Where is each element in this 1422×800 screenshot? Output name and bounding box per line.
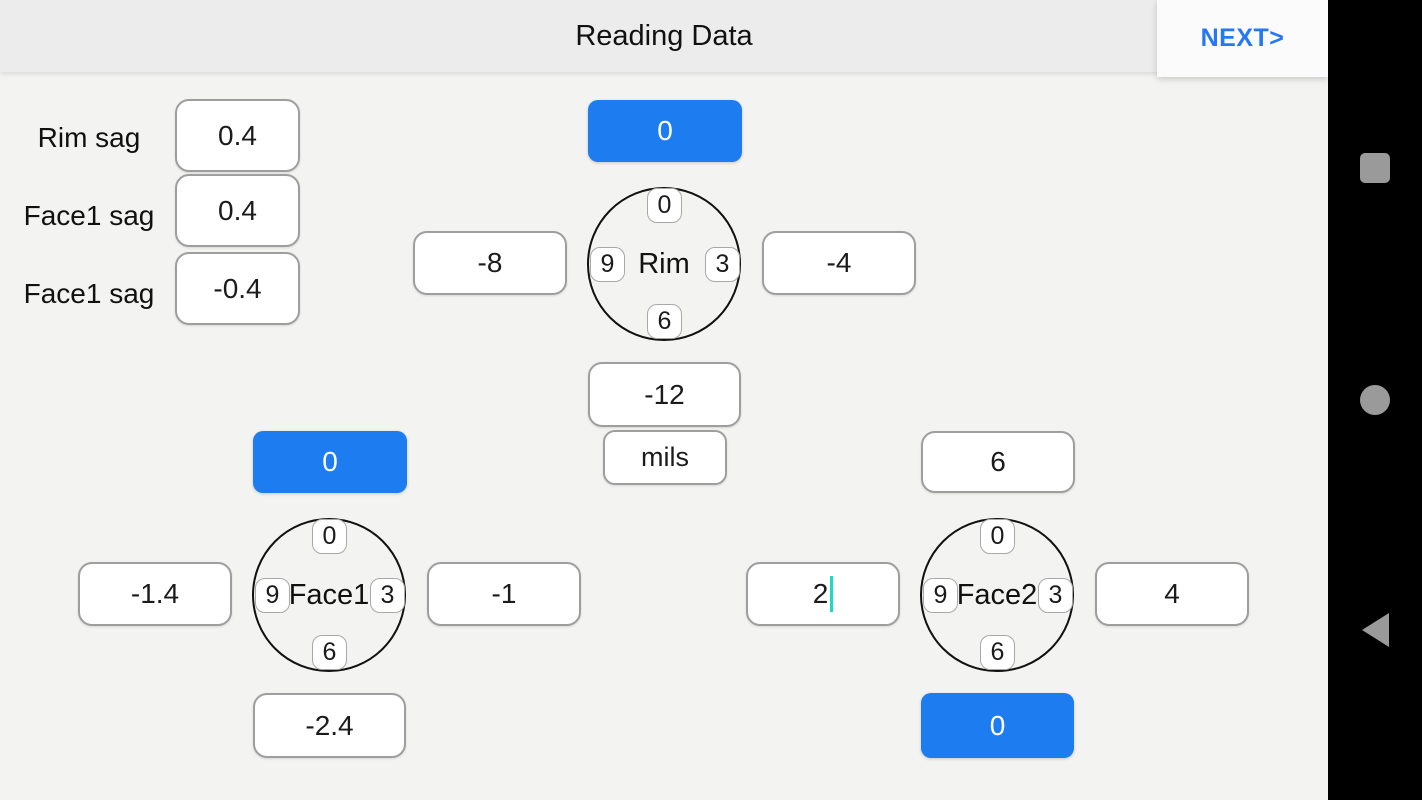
face1-sag-input[interactable]: 0.4 — [175, 174, 300, 247]
face2-reading-bottom-button[interactable]: 0 — [921, 693, 1074, 758]
next-button-label: NEXT> — [1200, 24, 1285, 52]
rim-reading-right-input[interactable]: -4 — [762, 231, 916, 295]
face1-sag-label-2: Face1 sag — [23, 278, 155, 309]
home-icon[interactable] — [1360, 385, 1390, 415]
face2-dial-label: Face2 — [956, 579, 1038, 611]
rim-clock-6: 6 — [647, 304, 682, 339]
face1-reading-left-input[interactable]: -1.4 — [78, 562, 232, 626]
rim-clock-0: 0 — [647, 188, 682, 223]
face2-clock-3: 3 — [1038, 578, 1073, 613]
app-bar: Reading Data — [0, 0, 1328, 72]
face1-reading-bottom-input[interactable]: -2.4 — [253, 693, 406, 758]
face1-dial-group: 0 Face1 0 9 3 6 -1.4 -1 -2.4 — [78, 431, 581, 761]
rim-reading-top-button[interactable]: 0 — [588, 100, 742, 162]
rim-clock-3: 3 — [705, 247, 740, 282]
face1-clock-6: 6 — [312, 635, 347, 670]
face2-reading-right-input[interactable]: 4 — [1095, 562, 1249, 626]
face2-clock-0: 0 — [980, 519, 1015, 554]
face2-clock-9: 9 — [923, 578, 958, 613]
recents-icon[interactable] — [1360, 153, 1390, 183]
face1-clock-0: 0 — [312, 519, 347, 554]
rim-sag-input[interactable]: 0.4 — [175, 99, 300, 172]
face2-reading-left-input[interactable]: 2 — [746, 562, 900, 626]
face1-clock-3: 3 — [370, 578, 405, 613]
face2-clock-6: 6 — [980, 635, 1015, 670]
page-title: Reading Data — [575, 19, 753, 52]
face1-reading-right-input[interactable]: -1 — [427, 562, 581, 626]
face1-clock-9: 9 — [255, 578, 290, 613]
rim-sag-label: Rim sag — [37, 122, 141, 153]
units-badge: mils — [603, 430, 727, 485]
rim-clock-9: 9 — [590, 247, 625, 282]
face2-reading-left-value: 2 — [812, 578, 829, 609]
back-icon[interactable] — [1362, 613, 1389, 647]
face1-reading-top-button[interactable]: 0 — [253, 431, 407, 493]
rim-dial-group: 0 Rim 0 9 3 6 -8 -4 -12 mils — [413, 100, 916, 490]
next-button[interactable]: NEXT> — [1157, 0, 1328, 77]
face2-dial-group: 6 Face2 0 9 3 6 2 4 0 — [746, 431, 1249, 761]
android-nav-bar — [1328, 0, 1422, 800]
face1-dial-label: Face1 — [288, 579, 370, 611]
rim-reading-left-input[interactable]: -8 — [413, 231, 567, 295]
face1-sag-input-2[interactable]: -0.4 — [175, 252, 300, 325]
text-cursor — [830, 576, 834, 612]
rim-reading-bottom-input[interactable]: -12 — [588, 362, 741, 427]
rim-dial-label: Rim — [638, 248, 690, 280]
face1-sag-label: Face1 sag — [23, 200, 155, 231]
face2-reading-top-input[interactable]: 6 — [921, 431, 1075, 493]
